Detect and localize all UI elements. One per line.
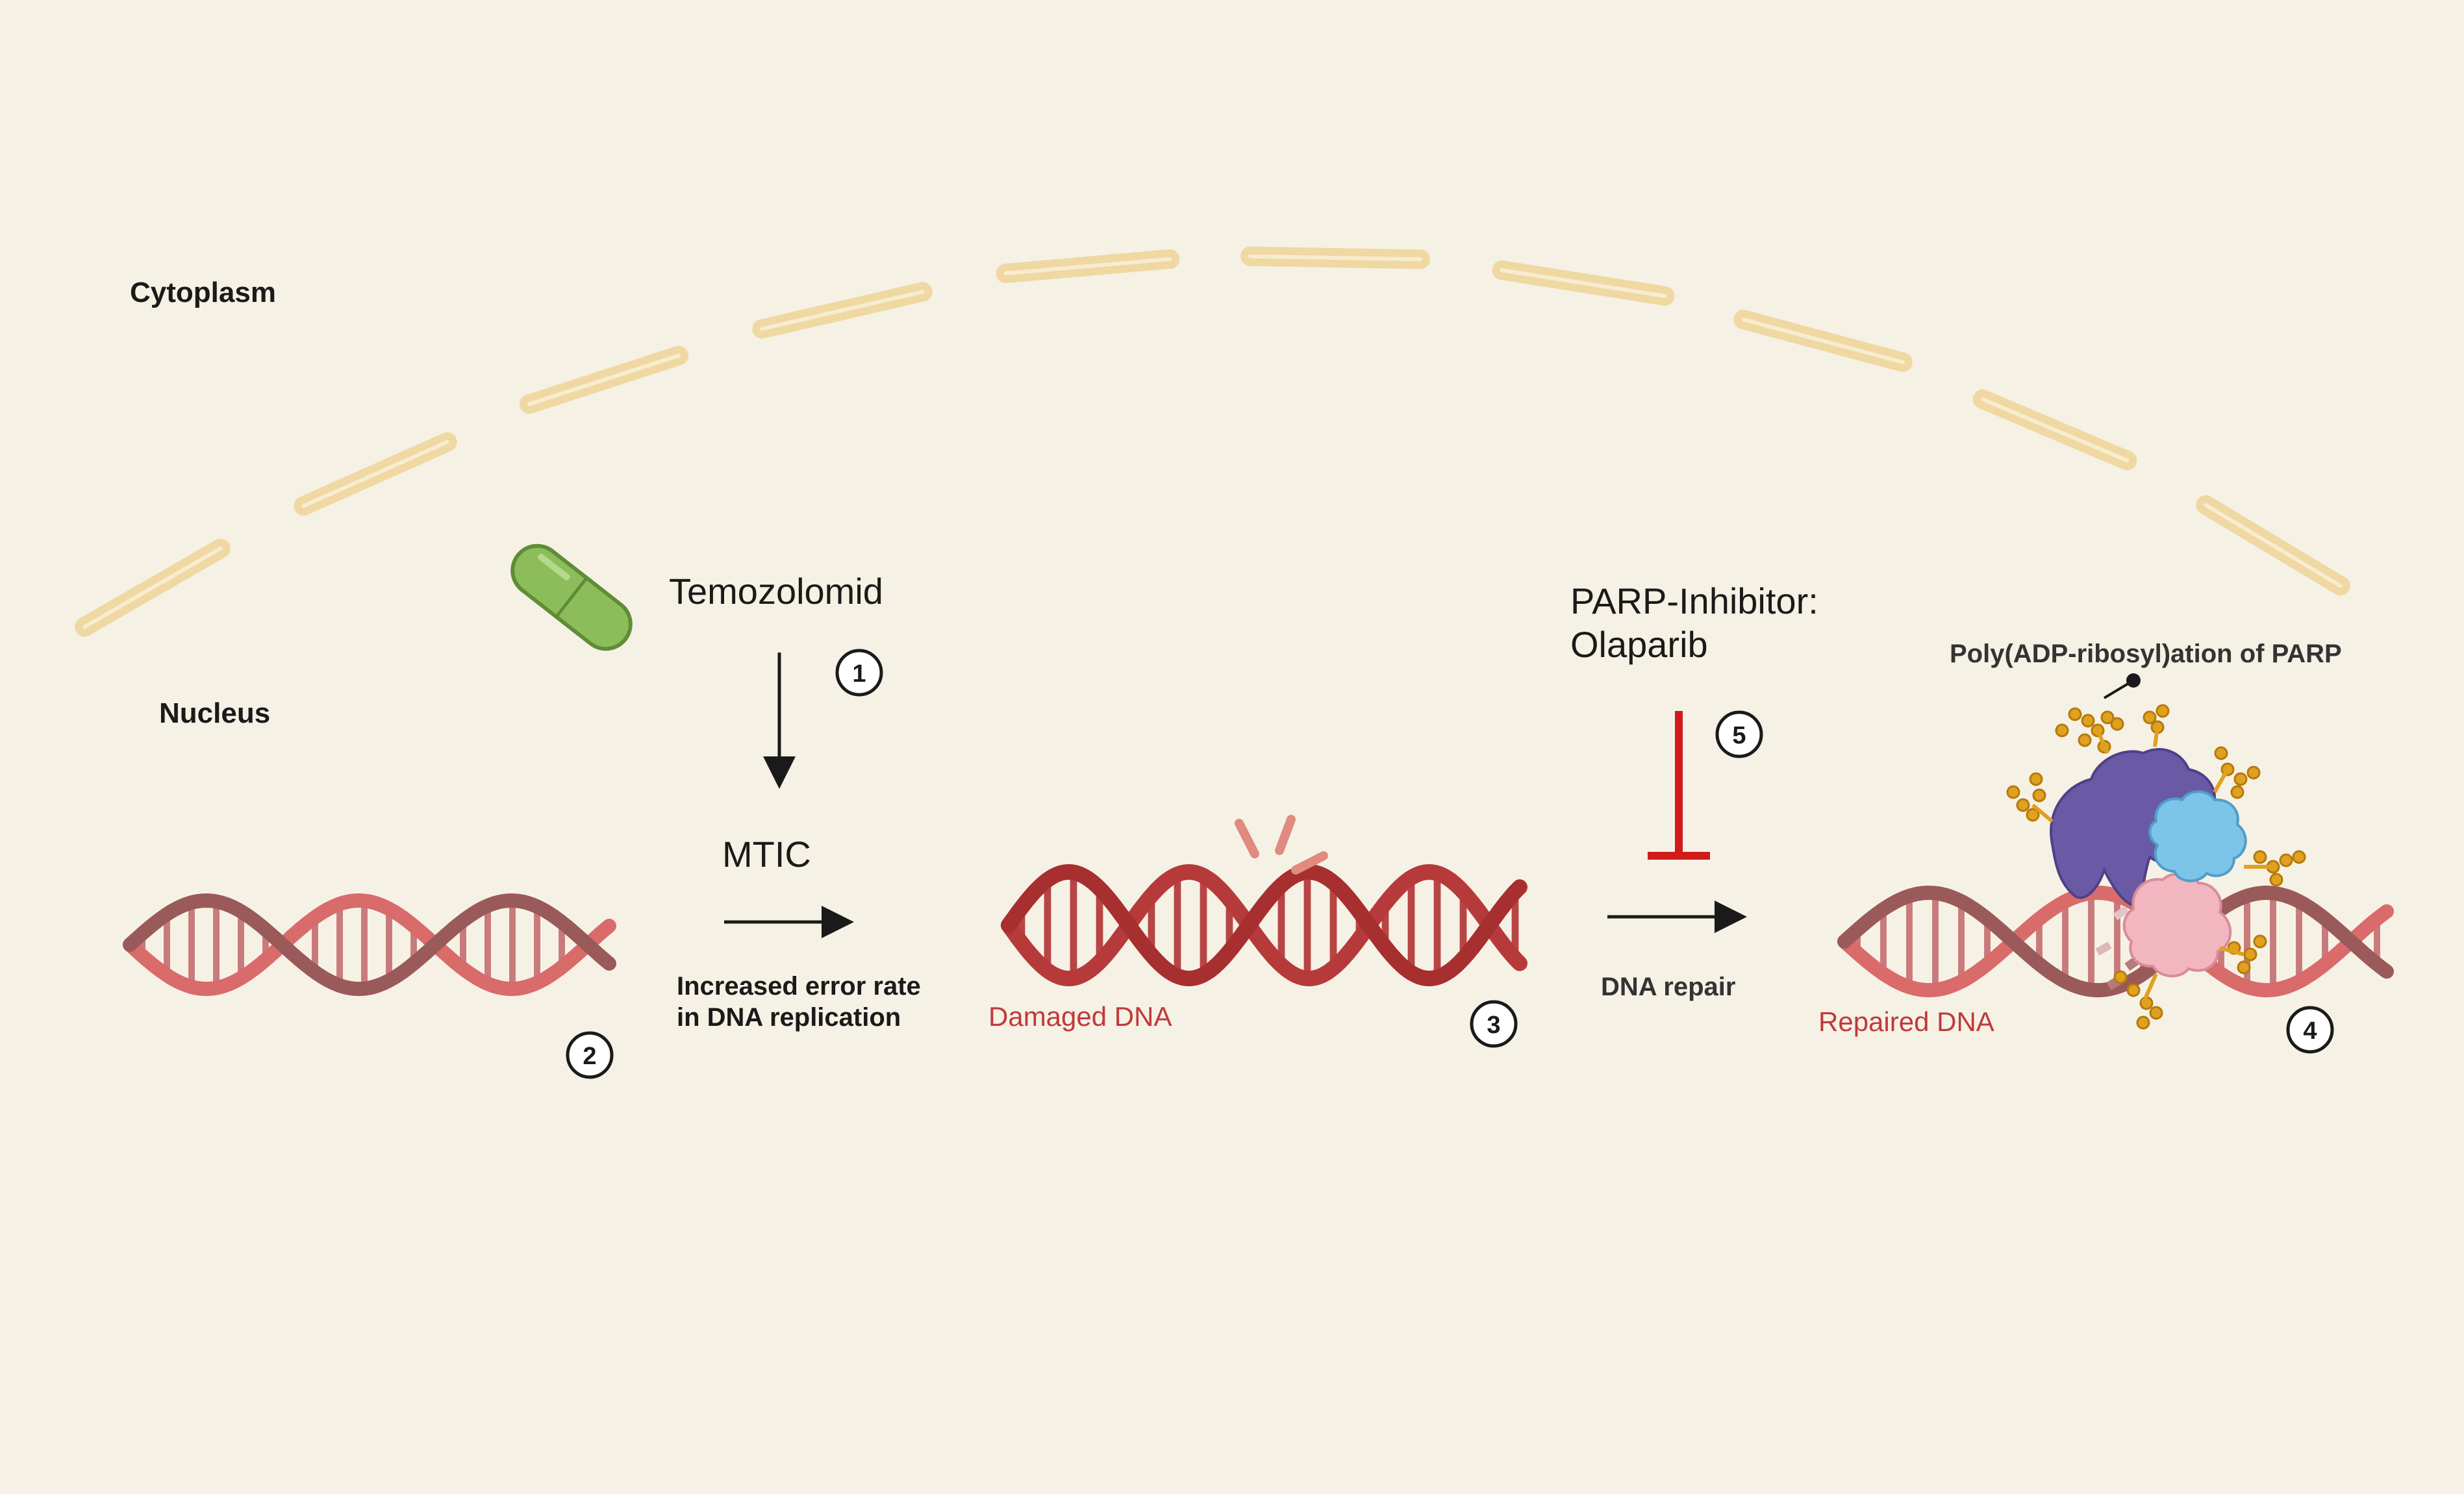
svg-text:2: 2 [583, 1043, 596, 1070]
repair-label: DNA repair [1601, 973, 1735, 1001]
annotation-dot [2126, 673, 2141, 688]
dna-strand [1837, 886, 2394, 998]
damage-burst-icon [1235, 815, 1328, 875]
dna-strand [1001, 864, 1527, 987]
capsule-icon [510, 543, 633, 651]
step-badge-2: 2 [566, 1031, 614, 1079]
parp-complex-icon [2006, 704, 2306, 1030]
dna-strand [123, 893, 616, 996]
step-badge-4: 4 [2286, 1006, 2334, 1054]
effect-line-2: in DNA replication [677, 1003, 901, 1032]
svg-text:3: 3 [1487, 1012, 1500, 1039]
metabolite-label: MTIC [722, 834, 811, 875]
nuclear-membrane [75, 246, 2350, 637]
cytoplasm-label: Cytoplasm [130, 277, 276, 308]
dna-helix-normal [123, 893, 616, 997]
step-badge-5: 5 [1715, 710, 1763, 758]
dna-strand [1001, 864, 1527, 987]
dna-strand [123, 893, 616, 997]
step-badge-1: 1 [835, 649, 883, 697]
dna-helix-damaged [1001, 864, 1527, 987]
parp-annotation-label: Poly(ADP-ribosyl)ation of PARP [1950, 640, 2342, 668]
svg-text:5: 5 [1732, 722, 1746, 749]
effect-line-1: Increased error rate [677, 972, 921, 1001]
repaired-dna-label: Repaired DNA [1818, 1006, 1994, 1037]
inhibition-bar-icon [1648, 711, 1710, 860]
nucleus-label: Nucleus [159, 697, 270, 729]
svg-text:1: 1 [852, 660, 866, 688]
svg-text:4: 4 [2303, 1017, 2317, 1045]
damaged-dna-label: Damaged DNA [988, 1001, 1172, 1032]
step-badge-3: 3 [1470, 1000, 1518, 1048]
inhibitor-label-line-2: Olaparib [1570, 624, 1708, 665]
drug-label: Temozolomid [669, 571, 883, 612]
inhibitor-label-line-1: PARP-Inhibitor: [1570, 580, 1818, 621]
